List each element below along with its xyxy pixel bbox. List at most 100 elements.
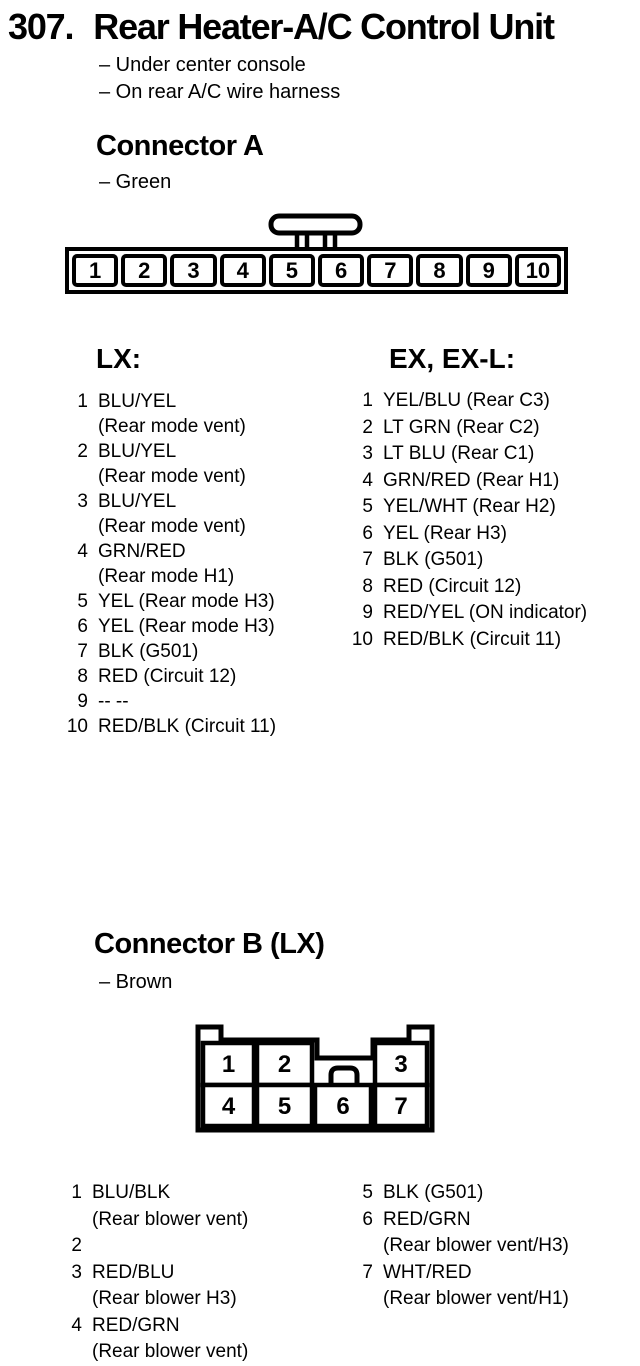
pin-row: 7 WHT/RED(Rear blower vent/H1) (343, 1260, 569, 1313)
connector-b-pin-cell: 6 (336, 1093, 349, 1120)
pin-row: 6 YEL (Rear H3) (343, 521, 587, 548)
pin-row: 9 RED/YEL (ON indicator) (343, 600, 587, 627)
pin-number: 9 (77, 691, 88, 712)
wire-description: RED/YEL (ON indicator) (383, 602, 588, 623)
pin-number: 6 (362, 522, 373, 544)
pin-row: 2 (52, 1233, 248, 1260)
wire-description: RED/BLK (Circuit 11) (98, 716, 277, 737)
pin-number: 9 (362, 602, 373, 623)
connector-b-right-pin-list: 5 BLK (G501) 6 RED/GRN(Rear blower vent/… (343, 1180, 569, 1313)
pin-number: 3 (71, 1261, 82, 1283)
wire-description: BLU/YEL(Rear mode vent) (98, 391, 246, 437)
page-title: 307. Rear Heater-A/C Control Unit (8, 6, 555, 48)
pin-number: 3 (77, 491, 88, 512)
pin-row: 4 RED/GRN(Rear blower vent) (52, 1313, 248, 1366)
pin-row: 2 BLU/YEL(Rear mode vent) (58, 439, 276, 489)
pin-row: 7 BLK (G501) (58, 639, 276, 664)
wire-description: GRN/RED (Rear H1) (383, 469, 560, 491)
wire-description: RED/GRN(Rear blower vent) (92, 1314, 249, 1363)
pin-number: 8 (77, 666, 88, 687)
pin-number: 5 (77, 591, 88, 612)
pin-number: 8 (362, 575, 373, 597)
pin-row: 3 BLU/YEL(Rear mode vent) (58, 489, 276, 539)
section-number: 307. (8, 6, 74, 47)
connector-a-pin-cell: 3 (170, 254, 217, 287)
pin-number: 7 (77, 641, 88, 662)
wire-description: BLK (G501) (383, 549, 484, 570)
location-note: – Under center console (99, 54, 306, 76)
pin-row: 5 YEL (Rear mode H3) (58, 589, 276, 614)
pin-row: 7 BLK (G501) (343, 547, 587, 574)
connector-a-pin-cell: 7 (367, 254, 414, 287)
wire-description: GRN/RED(Rear mode H1) (98, 541, 235, 587)
lx-pin-list: 1 BLU/YEL(Rear mode vent) 2 BLU/YEL(Rear… (58, 389, 276, 739)
wire-description: YEL (Rear mode H3) (98, 616, 275, 637)
pin-row: 8 RED (Circuit 12) (58, 664, 276, 689)
pin-row: 4 GRN/RED(Rear mode H1) (58, 539, 276, 589)
pin-number: 10 (351, 628, 373, 650)
wire-description: LT BLU (Rear C1) (383, 443, 535, 464)
pin-number: 1 (77, 391, 88, 412)
lx-column-heading: LX: (96, 343, 142, 374)
pin-row: 5 YEL/WHT (Rear H2) (343, 494, 587, 521)
wire-description: RED/BLU(Rear blower H3) (92, 1261, 237, 1310)
pin-row: 1 YEL/BLU (Rear C3) (343, 388, 587, 415)
wire-description: YEL (Rear H3) (383, 522, 507, 544)
connector-a-pin-cell: 6 (318, 254, 365, 287)
pin-number: 7 (362, 1261, 373, 1283)
connector-a-color-note: – Green (99, 171, 172, 193)
wire-description: BLU/YEL(Rear mode vent) (98, 441, 246, 487)
connector-a-diagram: 1 2 3 4 5 6 7 8 9 10 (65, 247, 568, 294)
wire-description: YEL/BLU (Rear C3) (383, 390, 550, 411)
location-note: – On rear A/C wire harness (99, 81, 341, 103)
connector-b-diagram: 1 2 3 4 5 6 7 (195, 1024, 435, 1133)
pin-row: 3 RED/BLU(Rear blower H3) (52, 1260, 248, 1313)
pin-number: 4 (362, 469, 373, 491)
connector-b-left-pin-list: 1 BLU/BLK(Rear blower vent) 2 3 RED/BLU(… (52, 1180, 248, 1366)
wire-description: BLU/YEL(Rear mode vent) (98, 491, 246, 537)
pin-number: 10 (66, 716, 88, 737)
pin-number: 4 (77, 541, 88, 562)
wire-description: BLK (G501) (98, 641, 199, 662)
ex-column-heading: EX, EX-L: (389, 343, 516, 374)
connector-b-pin-cell: 3 (394, 1051, 407, 1078)
connector-b-pin-cell: 7 (394, 1093, 407, 1120)
connector-a-pin-cell: 1 (72, 254, 119, 287)
page-title-text: Rear Heater-A/C Control Unit (93, 6, 555, 47)
wire-description: RED (Circuit 12) (98, 666, 237, 687)
pin-number: 5 (362, 1182, 373, 1203)
connector-a-pin-cell: 5 (268, 254, 316, 287)
pin-number: 4 (71, 1314, 82, 1336)
connector-a-heading: Connector A (96, 130, 264, 162)
connector-b-latch-icon (328, 1065, 360, 1085)
pin-row: 8 RED (Circuit 12) (343, 574, 587, 601)
connector-b-pin-cell: 5 (278, 1093, 291, 1120)
wire-description: YEL/WHT (Rear H2) (383, 496, 556, 517)
pin-row: 4 GRN/RED (Rear H1) (343, 468, 587, 495)
wire-description: WHT/RED(Rear blower vent/H1) (383, 1261, 569, 1310)
ex-pin-list: 1 YEL/BLU (Rear C3) 2 LT GRN (Rear C2) 3… (343, 388, 587, 653)
connector-b-pin-cell: 1 (222, 1051, 235, 1078)
connector-a-pin-cell: 9 (465, 254, 512, 287)
connector-a-pin-cell: 2 (121, 254, 168, 287)
pin-number: 1 (71, 1182, 82, 1203)
wire-description: LT GRN (Rear C2) (383, 416, 540, 438)
connector-b-heading: Connector B (LX) (94, 928, 325, 960)
pin-row: 6 RED/GRN(Rear blower vent/H3) (343, 1207, 569, 1260)
pin-number: 3 (362, 443, 373, 464)
connector-a-pin-cell: 10 (514, 254, 562, 287)
pin-row: 9 -- -- (58, 689, 276, 714)
wire-description: BLK (G501) (383, 1182, 484, 1203)
pin-row: 1 BLU/BLK(Rear blower vent) (52, 1180, 248, 1233)
connector-b-pin-cell: 2 (278, 1051, 291, 1078)
wire-description: RED/BLK (Circuit 11) (383, 628, 562, 650)
pin-number: 6 (77, 616, 88, 637)
pin-number: 5 (362, 496, 373, 517)
wire-description: RED/GRN(Rear blower vent/H3) (383, 1208, 569, 1257)
connector-a-latch-icon (268, 213, 363, 252)
pin-row: 5 BLK (G501) (343, 1180, 569, 1207)
location-notes: – Under center console – On rear A/C wir… (99, 52, 340, 106)
wire-description: YEL (Rear mode H3) (98, 591, 275, 612)
pin-number: 2 (77, 441, 88, 462)
